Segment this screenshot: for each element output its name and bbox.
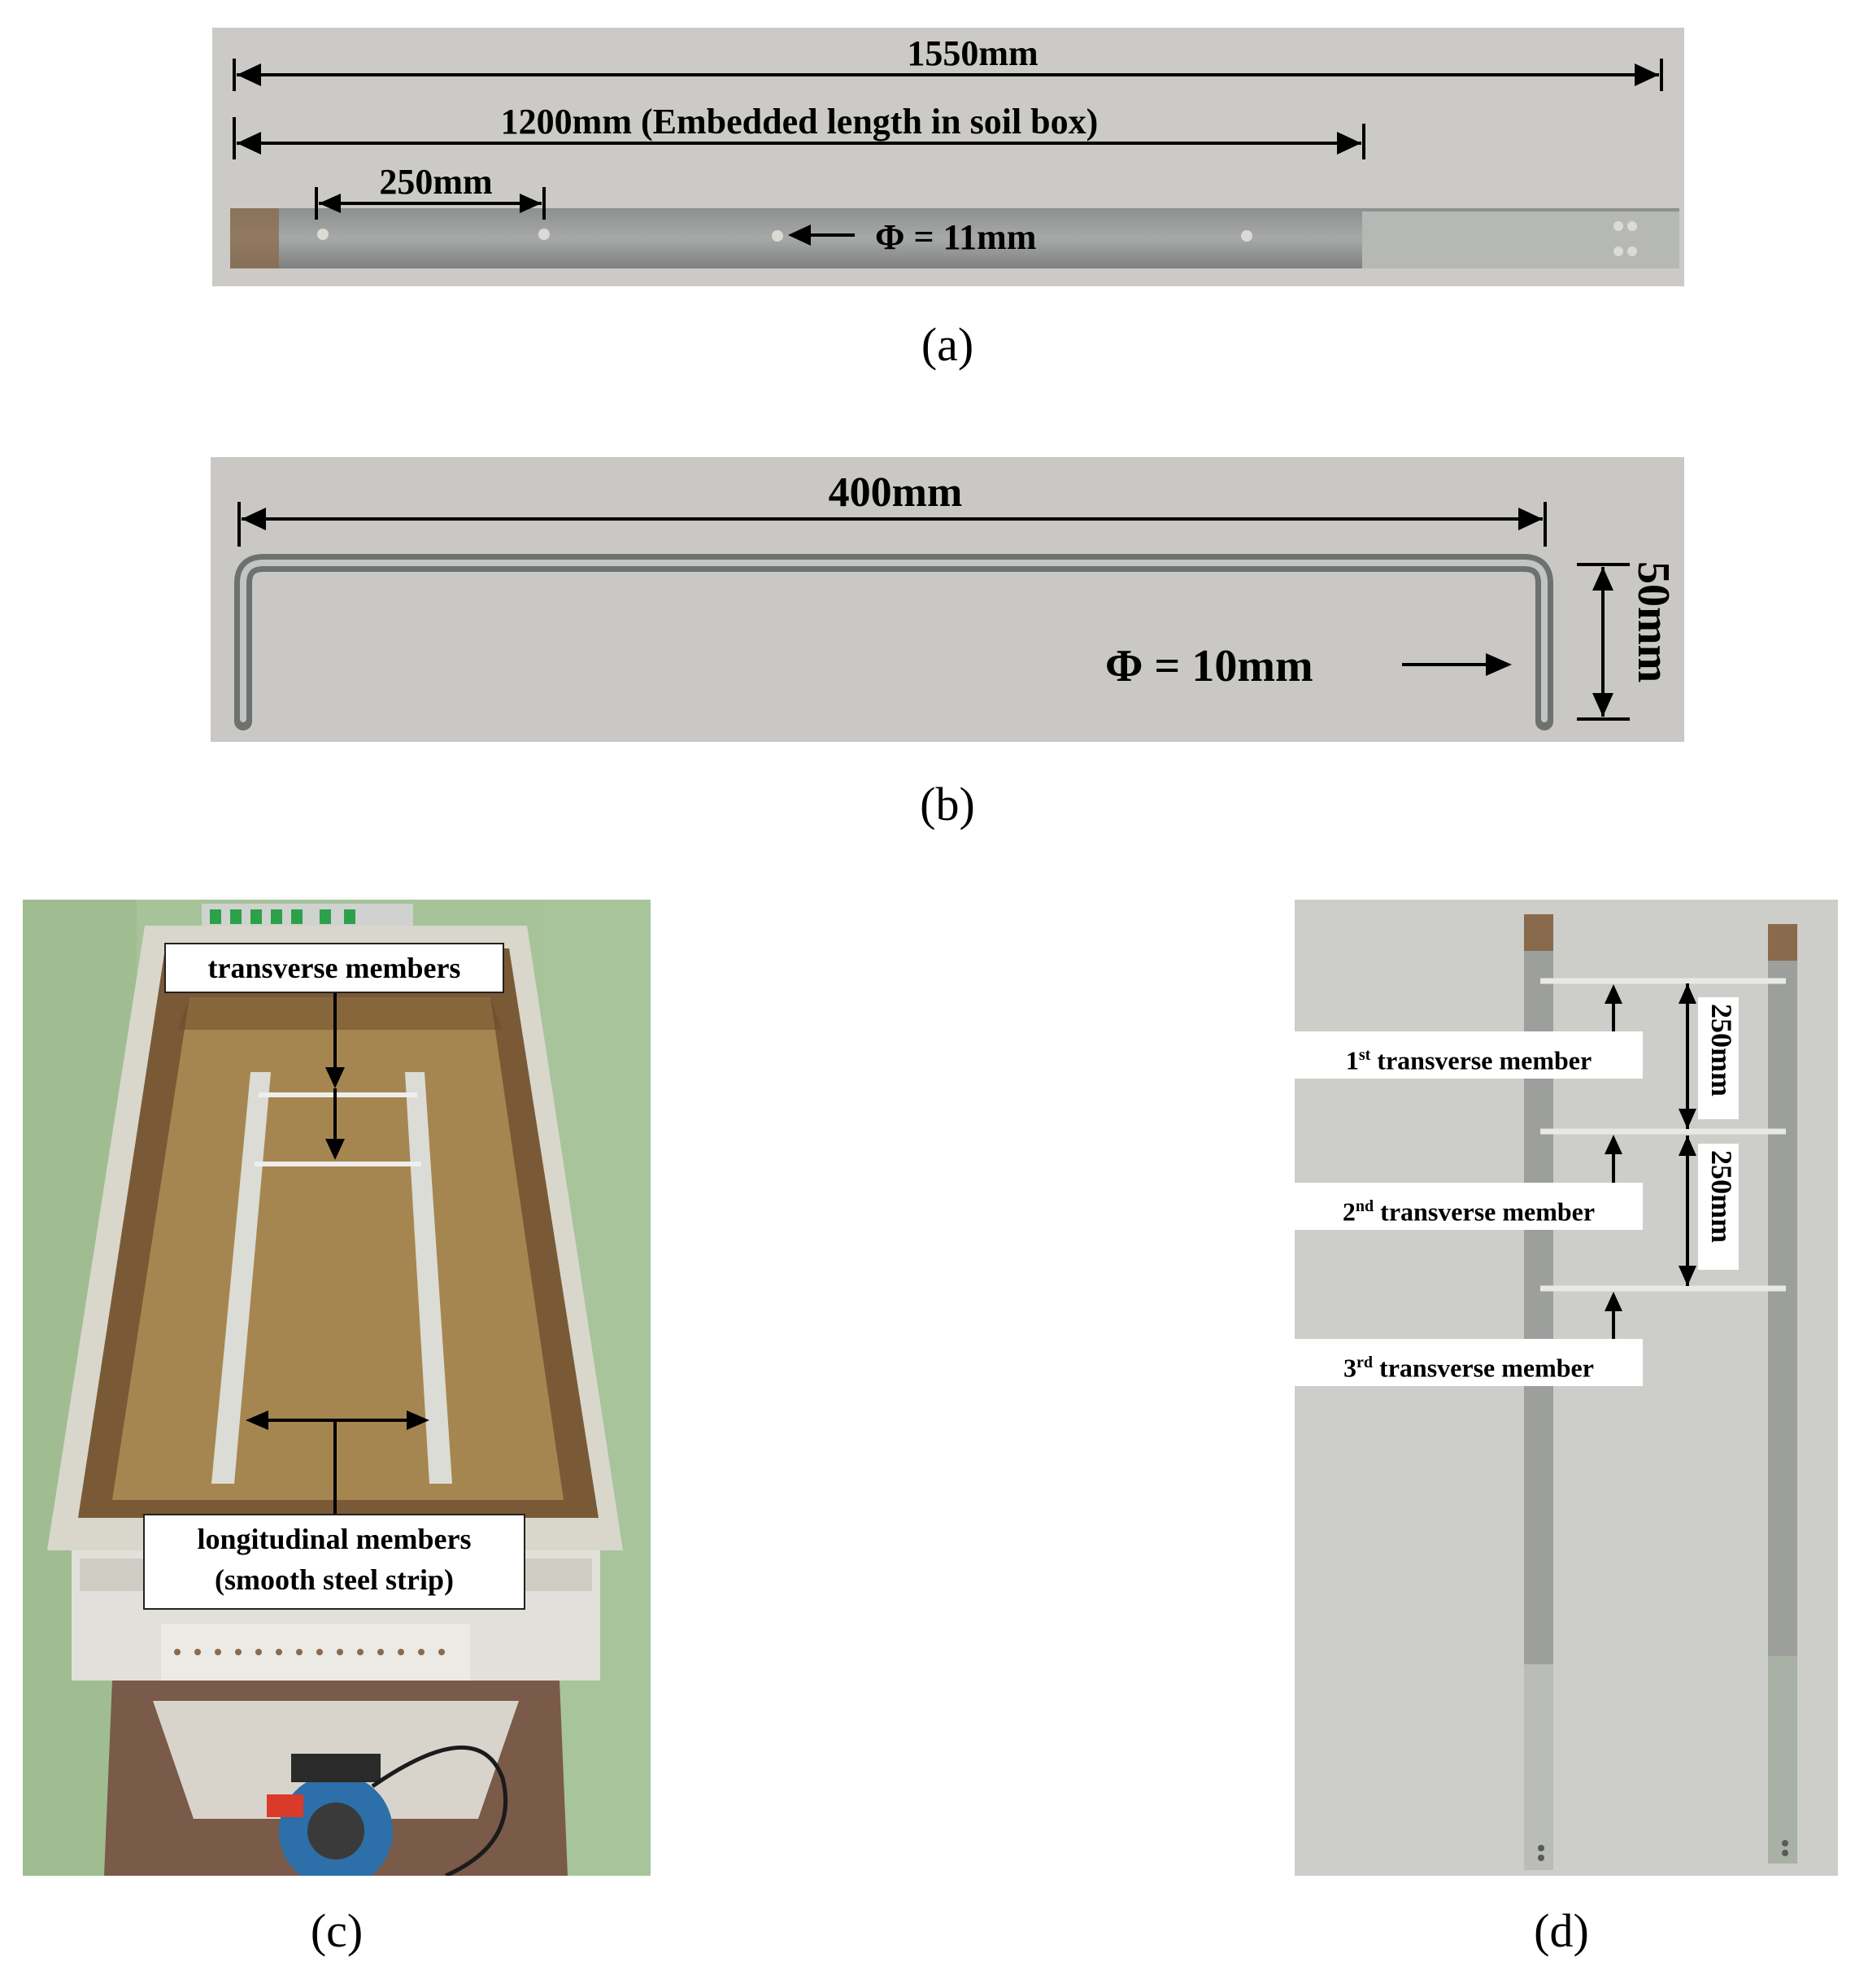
dim-embedded-label: 1200mm (Embedded length in soil box) xyxy=(501,102,1099,142)
label-transverse-members: transverse members xyxy=(164,943,504,993)
connector-row xyxy=(202,904,413,928)
label-second-suffix: transverse member xyxy=(1374,1197,1596,1227)
dim-total-label: 1550mm xyxy=(907,33,1038,73)
dimension-50 xyxy=(1577,563,1630,721)
panel-d-photo: 1st transverse member 2nd transverse mem… xyxy=(1295,900,1838,1876)
dimension-400 xyxy=(237,502,1547,547)
label-second-sup: nd xyxy=(1355,1197,1374,1215)
dim-hole-label: Φ = 11mm xyxy=(875,217,1036,257)
panel-c-photo: transverse members longitudinal members … xyxy=(23,900,651,1876)
label-first-num: 1 xyxy=(1345,1045,1359,1075)
hole-arrow xyxy=(788,225,855,246)
label-longitudinal-members: longitudinal members (smooth steel strip… xyxy=(143,1514,525,1610)
dimension-1200 xyxy=(233,117,1365,159)
label-first-sup: st xyxy=(1358,1046,1371,1064)
spacing-label-bg-2 xyxy=(1698,1144,1739,1270)
caption-d: (d) xyxy=(1534,1904,1589,1957)
dim-diameter-label: Φ = 10mm xyxy=(1105,641,1313,691)
label-third-transverse-member: 3rd transverse member xyxy=(1295,1339,1643,1386)
diameter-arrow xyxy=(1402,653,1512,676)
dimension-1550 xyxy=(233,59,1663,91)
label-first-transverse-member: 1st transverse member xyxy=(1295,1031,1643,1079)
panel-b-photo: 400mm Φ = 10mm 50mm xyxy=(211,457,1684,742)
dim-height-label: 50mm xyxy=(1628,561,1679,683)
label-longitudinal-line2: (smooth steel strip) xyxy=(215,1563,454,1596)
label-third-num: 3 xyxy=(1343,1353,1357,1383)
caption-a: (a) xyxy=(921,318,974,371)
longitudinal-strip-right xyxy=(405,1072,452,1484)
caption-c: (c) xyxy=(310,1904,364,1957)
label-third-sup: rd xyxy=(1356,1354,1374,1371)
panel-a-photo: 1550mm 1200mm (Embedded length in soil b… xyxy=(212,28,1684,286)
label-second-transverse-member: 2nd transverse member xyxy=(1295,1183,1643,1230)
label-third-suffix: transverse member xyxy=(1373,1353,1594,1383)
label-longitudinal-line1: longitudinal members xyxy=(197,1523,472,1555)
spacing-dims-d xyxy=(1679,983,1696,1286)
longitudinal-strip-left xyxy=(211,1072,271,1484)
caption-b: (b) xyxy=(920,778,975,831)
label-second-num: 2 xyxy=(1342,1197,1356,1227)
spacing-label-bg-1 xyxy=(1698,997,1739,1119)
transverse-bar xyxy=(234,554,1553,730)
member-arrows xyxy=(1605,984,1622,1343)
dim-spacing-label-2: 250mm xyxy=(1705,1150,1738,1243)
transverse-arrows xyxy=(325,991,345,1160)
dim-length-label: 400mm xyxy=(829,469,963,516)
longitudinal-arrow xyxy=(246,1410,429,1514)
dim-spacing-label-1: 250mm xyxy=(1705,1004,1738,1096)
dim-spacing-label: 250mm xyxy=(379,162,492,202)
label-first-suffix: transverse member xyxy=(1370,1045,1592,1075)
dimension-250-a xyxy=(315,187,546,220)
